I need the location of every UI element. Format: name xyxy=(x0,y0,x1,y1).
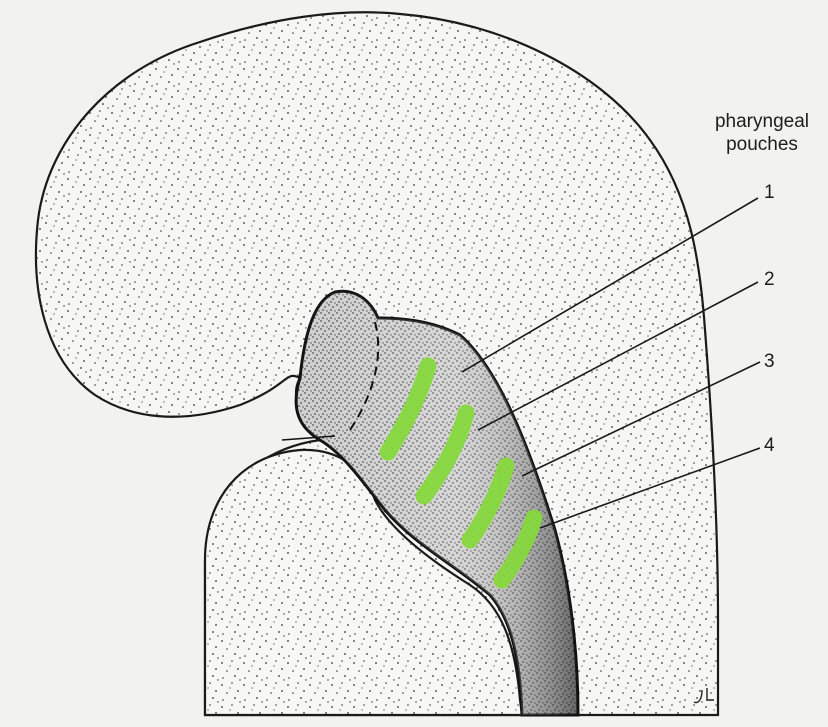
leader-line-1 xyxy=(461,197,759,373)
leader-line-2 xyxy=(477,281,759,431)
pouch-3-highlight xyxy=(461,457,515,549)
leader-line-3 xyxy=(521,361,761,477)
pouch-highlights xyxy=(379,357,543,589)
pouch-2-highlight xyxy=(415,404,475,505)
pouch-label-4: 4 xyxy=(764,435,775,456)
pouch-label-3: 3 xyxy=(764,351,775,372)
leader-line-4 xyxy=(539,447,761,529)
pouches-title: pharyngeal pouches xyxy=(706,110,818,156)
pouch-4-highlight xyxy=(493,509,543,589)
pouches-title-line2: pouches xyxy=(726,134,798,155)
heart-bulge-stipple xyxy=(205,449,522,715)
pouch-1-highlight xyxy=(379,357,437,461)
pouches-title-line1: pharyngeal xyxy=(714,111,810,132)
pouch-label-2: 2 xyxy=(764,269,775,290)
pouch-label-1: 1 xyxy=(764,182,775,203)
leader-lines xyxy=(461,197,761,529)
stomodeum-line xyxy=(281,435,336,441)
artist-signature xyxy=(693,688,714,704)
